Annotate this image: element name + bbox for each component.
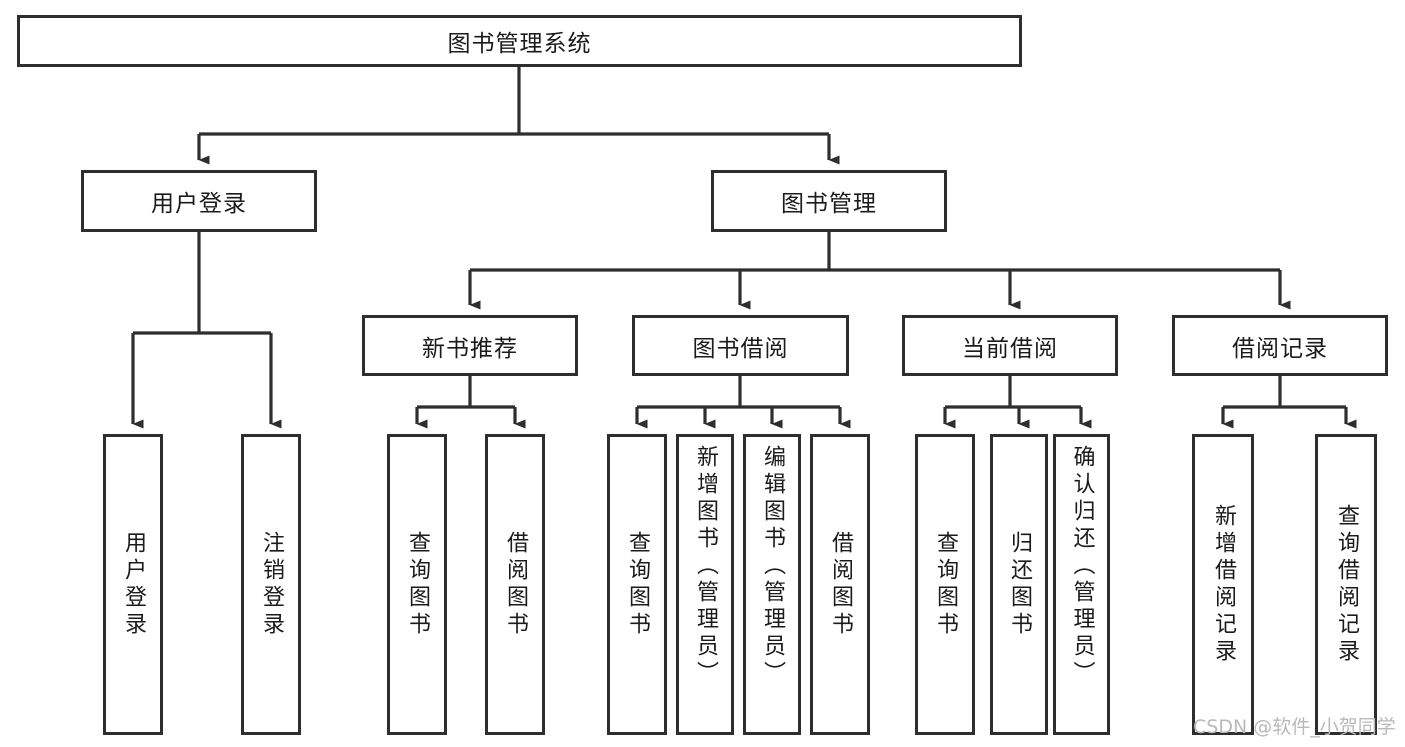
node-root-label: 图书管理系统 xyxy=(447,31,592,57)
leaf-user-login-logout[interactable]: 注销登录 xyxy=(241,434,301,735)
node-user-login[interactable]: 用户登录 xyxy=(81,170,317,232)
leaf-label: 借阅图书 xyxy=(503,530,528,639)
leaf-new-book-borrow[interactable]: 借阅图书 xyxy=(485,434,545,735)
node-book-borrow[interactable]: 图书借阅 xyxy=(632,315,849,376)
node-book-management-label: 图书管理 xyxy=(781,191,877,217)
node-user-login-label: 用户登录 xyxy=(151,191,247,217)
node-borrow-record-label: 借阅记录 xyxy=(1232,335,1328,362)
node-new-book-recommend[interactable]: 新书推荐 xyxy=(362,315,578,376)
leaf-new-book-query[interactable]: 查询图书 xyxy=(387,434,447,735)
leaf-borrow-query-book[interactable]: 查询图书 xyxy=(607,434,667,735)
leaf-label: 查询图书 xyxy=(405,530,430,639)
leaf-label: 查询借阅记录 xyxy=(1334,503,1359,666)
node-current-borrow[interactable]: 当前借阅 xyxy=(902,315,1118,376)
leaf-label: 借阅图书 xyxy=(828,530,853,639)
node-root[interactable]: 图书管理系统 xyxy=(17,15,1022,67)
leaf-label: 注销登录 xyxy=(259,530,284,639)
leaf-label: 新增图书（管理员） xyxy=(693,445,718,688)
leaf-borrow-add-book[interactable]: 新增图书（管理员） xyxy=(676,434,734,735)
csdn-watermark: CSDN @软件_小贺同学 xyxy=(1193,716,1396,738)
leaf-current-query-book[interactable]: 查询图书 xyxy=(915,434,975,735)
leaf-current-return-book[interactable]: 归还图书 xyxy=(990,434,1048,735)
leaf-label: 查询图书 xyxy=(625,530,650,639)
leaf-label: 新增借阅记录 xyxy=(1211,503,1236,666)
node-borrow-record[interactable]: 借阅记录 xyxy=(1172,315,1388,376)
node-new-book-recommend-label: 新书推荐 xyxy=(422,335,518,362)
leaf-borrow-edit-book[interactable]: 编辑图书（管理员） xyxy=(743,434,801,735)
leaf-label: 归还图书 xyxy=(1007,530,1032,639)
node-current-borrow-label: 当前借阅 xyxy=(962,335,1058,362)
node-book-management[interactable]: 图书管理 xyxy=(711,170,947,232)
leaf-label: 用户登录 xyxy=(121,530,146,639)
leaf-user-login-login[interactable]: 用户登录 xyxy=(103,434,163,735)
leaf-record-query-record[interactable]: 查询借阅记录 xyxy=(1315,434,1377,735)
leaf-record-add-record[interactable]: 新增借阅记录 xyxy=(1192,434,1254,735)
leaf-label: 确认归还（管理员） xyxy=(1069,445,1095,688)
node-book-borrow-label: 图书借阅 xyxy=(692,335,789,362)
leaf-borrow-borrow-book[interactable]: 借阅图书 xyxy=(810,434,870,735)
leaf-current-confirm-return[interactable]: 确认归还（管理员） xyxy=(1053,434,1110,735)
leaf-label: 编辑图书（管理员） xyxy=(760,445,785,688)
leaf-label: 查询图书 xyxy=(933,530,958,639)
